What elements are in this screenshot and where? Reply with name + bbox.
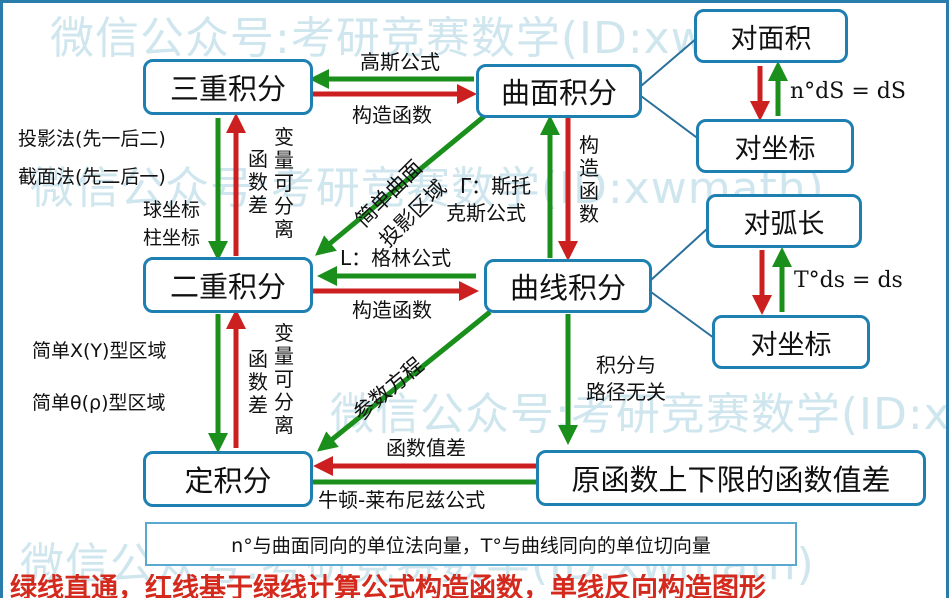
node-arc-element: 对弧长 — [706, 194, 862, 248]
label-simple-xy-region: 简单X(Y)型区域 — [32, 340, 167, 362]
node-line-integral: 曲线积分 — [484, 259, 652, 313]
node-line-coordinate: 对坐标 — [712, 315, 870, 369]
definition-note: n°与曲面同向的单位法向量，T°与曲线同向的单位切向量 — [145, 522, 797, 566]
node-triple-integral: 三重积分 — [143, 59, 313, 115]
label-gauss: 高斯公式 — [360, 50, 440, 74]
watermark-text: 微信公众号:考研竞赛数学(ID:xwmath) — [30, 163, 825, 214]
watermark-text: 微信公众号:考研竞赛数学(ID:xwmath) — [330, 389, 949, 440]
formula-surface-element: n°dS = dS — [790, 79, 906, 104]
node-antiderivative-difference: 原函数上下限的函数值差 — [536, 450, 926, 506]
label-newton-leibniz: 牛顿-莱布尼兹公式 — [318, 488, 486, 512]
label-var-sep-1: 变量可分离 — [274, 125, 294, 241]
formula-arc-element: T°ds = ds — [794, 268, 903, 293]
node-definite-integral: 定积分 — [143, 451, 313, 507]
connector-line-arc — [650, 227, 709, 281]
node-surface-integral: 曲面积分 — [476, 64, 642, 118]
label-var-sep-2: 变量可分离 — [274, 321, 294, 437]
label-func-diff-2: 函数差 — [248, 347, 268, 417]
label-func-diff-1: 函数差 — [248, 147, 268, 217]
arrow-surface-to-double — [315, 112, 489, 256]
node-double-integral: 二重积分 — [143, 257, 313, 313]
label-stokes-1: Γ：斯托 — [460, 174, 532, 198]
node-area-element: 对面积 — [694, 9, 848, 63]
connector-surface-coord — [640, 95, 701, 141]
label-projection-method: 投影法(先一后二) — [18, 128, 166, 150]
label-simple-theta-region: 简单θ(ρ)型区域 — [32, 392, 166, 414]
label-cylindrical: 柱坐标 — [142, 227, 200, 249]
label-construct-mid: 构造函数 — [352, 298, 432, 322]
label-construct-top: 构造函数 — [352, 103, 432, 127]
label-path-independent-2: 路径无关 — [586, 380, 666, 404]
connector-surface-area — [640, 37, 698, 87]
node-surface-coordinate: 对坐标 — [696, 119, 854, 173]
label-stokes-2: 克斯公式 — [446, 201, 526, 225]
label-green: L：格林公式 — [340, 246, 452, 270]
summary-banner: 绿线直通，红线基于绿线计算公式构造函数，单线反向构造图形 — [10, 574, 766, 598]
label-function-value-diff: 函数值差 — [386, 436, 466, 460]
label-section-method: 截面法(先二后一) — [18, 166, 166, 188]
label-spherical: 球坐标 — [142, 199, 200, 221]
label-path-independent-1: 积分与 — [596, 353, 656, 377]
label-construct-vertical: 构造函数 — [579, 133, 599, 226]
connector-line-coord — [650, 291, 715, 339]
arrow-line-to-definite — [316, 310, 492, 452]
